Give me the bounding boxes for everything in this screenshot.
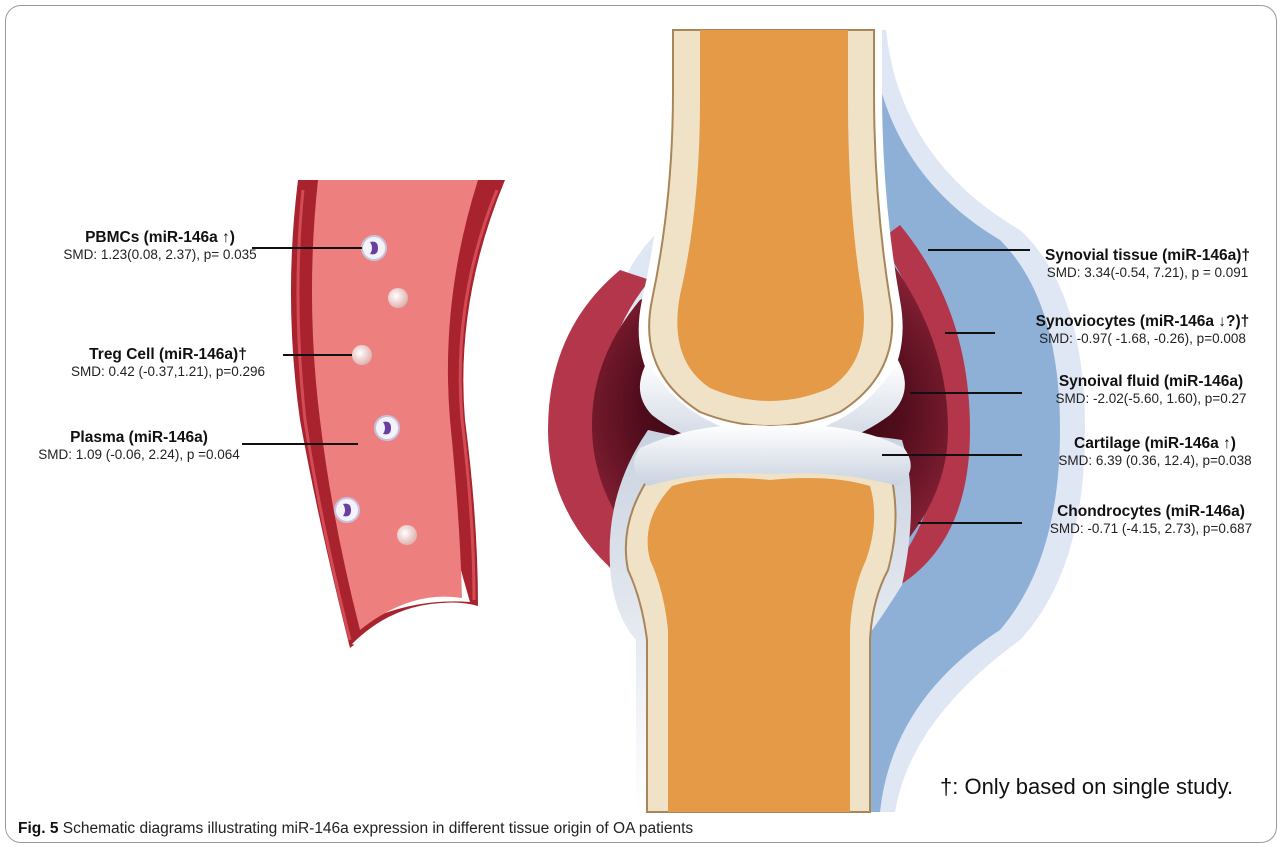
immune-cell: [335, 498, 359, 522]
label-stat: SMD: 0.42 (-0.37,1.21), p=0.296: [50, 364, 286, 381]
label-title: Chondrocytes (miR-146a): [1022, 502, 1280, 521]
label-stat: SMD: 3.34(-0.54, 7.21), p = 0.091: [1015, 265, 1280, 282]
label-plasma: Plasma (miR-146a) SMD: 1.09 (-0.06, 2.24…: [10, 428, 268, 464]
footnote: †: Only based on single study.: [940, 774, 1233, 800]
label-title: Synoviocytes (miR-146a ↓?)†: [1005, 312, 1280, 331]
caption-text: Schematic diagrams illustrating miR-146a…: [63, 820, 693, 837]
label-chondrocytes: Chondrocytes (miR-146a) SMD: -0.71 (-4.1…: [1022, 502, 1280, 538]
label-title: Treg Cell (miR-146a)†: [50, 345, 286, 364]
label-treg-cell: Treg Cell (miR-146a)† SMD: 0.42 (-0.37,1…: [50, 345, 286, 381]
label-title: Cartilage (miR-146a ↑): [1030, 434, 1280, 453]
label-title: PBMCs (miR-146a ↑): [50, 228, 270, 247]
label-synoviocytes: Synoviocytes (miR-146a ↓?)† SMD: -0.97( …: [1005, 312, 1280, 348]
immune-cell: [362, 236, 386, 260]
tibia: [610, 430, 911, 812]
red-blood-cell: [397, 525, 417, 545]
label-pbmcs: PBMCs (miR-146a ↑) SMD: 1.23(0.08, 2.37)…: [50, 228, 270, 264]
figure-caption: Fig. 5 Schematic diagrams illustrating m…: [18, 820, 693, 838]
immune-cell: [375, 416, 399, 440]
femur: [639, 30, 903, 440]
label-stat: SMD: -0.71 (-4.15, 2.73), p=0.687: [1022, 521, 1280, 538]
label-synovial-tissue: Synovial tissue (miR-146a)† SMD: 3.34(-0…: [1015, 246, 1280, 282]
label-stat: SMD: 1.23(0.08, 2.37), p= 0.035: [50, 247, 270, 264]
label-title: Synoival fluid (miR-146a): [1022, 372, 1280, 391]
label-cartilage: Cartilage (miR-146a ↑) SMD: 6.39 (0.36, …: [1030, 434, 1280, 470]
knee-joint: [548, 30, 1085, 812]
label-synovial-fluid: Synoival fluid (miR-146a) SMD: -2.02(-5.…: [1022, 372, 1280, 408]
blood-vessel: [291, 180, 505, 649]
label-title: Plasma (miR-146a): [10, 428, 268, 447]
caption-label: Fig. 5: [18, 820, 58, 837]
label-title: Synovial tissue (miR-146a)†: [1015, 246, 1280, 265]
red-blood-cell: [352, 345, 372, 365]
label-stat: SMD: -2.02(-5.60, 1.60), p=0.27: [1022, 391, 1280, 408]
label-stat: SMD: 1.09 (-0.06, 2.24), p =0.064: [10, 447, 268, 464]
label-stat: SMD: -0.97( -1.68, -0.26), p=0.008: [1005, 331, 1280, 348]
label-stat: SMD: 6.39 (0.36, 12.4), p=0.038: [1030, 453, 1280, 470]
red-blood-cell: [388, 288, 408, 308]
